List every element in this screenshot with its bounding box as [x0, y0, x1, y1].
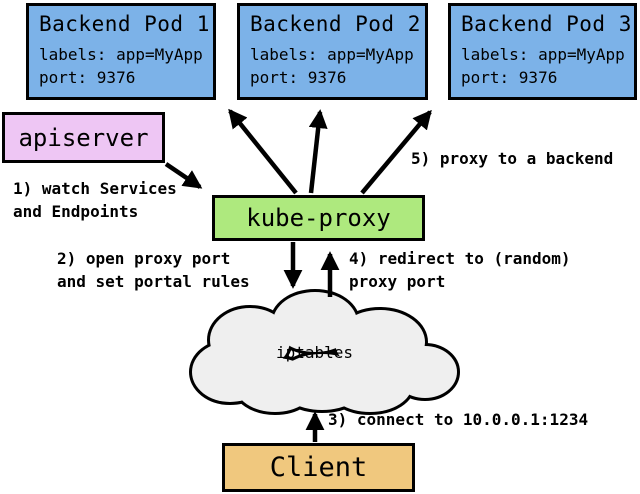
- pod-title: Backend Pod 3: [461, 12, 632, 36]
- pod-port: port: 9376: [250, 68, 347, 87]
- step4-line2: proxy port: [349, 272, 446, 291]
- step1-line1: 1) watch Services: [13, 179, 177, 198]
- arrow-kubeproxy-to-pod1: [228, 108, 298, 195]
- step1-annotation: 1) watch Services and Endpoints: [13, 177, 177, 223]
- step3-line1: 3) connect to 10.0.0.1:1234: [328, 410, 589, 429]
- client-label: Client: [269, 452, 368, 483]
- kube-proxy-label: kube-proxy: [246, 204, 391, 232]
- step2-line2: and set portal rules: [57, 272, 250, 291]
- backend-pod-1-node: Backend Pod 1 labels: app=MyApp port: 93…: [26, 3, 216, 100]
- pod-port: port: 9376: [39, 68, 136, 87]
- step4-line1: 4) redirect to (random): [349, 249, 571, 268]
- step5-annotation: 5) proxy to a backend: [411, 147, 613, 170]
- pod-title: Backend Pod 1: [39, 12, 210, 36]
- client-node: Client: [222, 443, 415, 492]
- iptables-cloud-icon: [189, 289, 460, 415]
- pod-title: Backend Pod 2: [250, 12, 421, 36]
- arrow-kubeproxy-to-pod3: [360, 109, 432, 195]
- step2-line1: 2) open proxy port: [57, 249, 231, 268]
- step5-line1: 5) proxy to a backend: [411, 149, 614, 168]
- backend-pod-3-node: Backend Pod 3 labels: app=MyApp port: 93…: [448, 3, 637, 100]
- arrow-apiserver-to-kubeproxy: [164, 162, 203, 189]
- pod-port: port: 9376: [461, 68, 558, 87]
- step1-line2: and Endpoints: [13, 202, 139, 221]
- apiserver-label: apiserver: [18, 123, 149, 152]
- pod-labels: labels: app=MyApp: [250, 45, 414, 64]
- apiserver-node: apiserver: [2, 112, 165, 163]
- backend-pod-2-node: Backend Pod 2 labels: app=MyApp port: 93…: [237, 3, 428, 100]
- pod-labels: labels: app=MyApp: [39, 45, 203, 64]
- step3-annotation: 3) connect to 10.0.0.1:1234: [328, 408, 588, 431]
- step2-annotation: 2) open proxy port and set portal rules: [57, 247, 250, 293]
- arrow-kubeproxy-to-pod2: [308, 109, 328, 194]
- step4-annotation: 4) redirect to (random) proxy port: [349, 247, 571, 293]
- pod-labels: labels: app=MyApp: [461, 45, 625, 64]
- iptables-label: iptables: [276, 343, 354, 362]
- kube-proxy-node: kube-proxy: [212, 195, 425, 241]
